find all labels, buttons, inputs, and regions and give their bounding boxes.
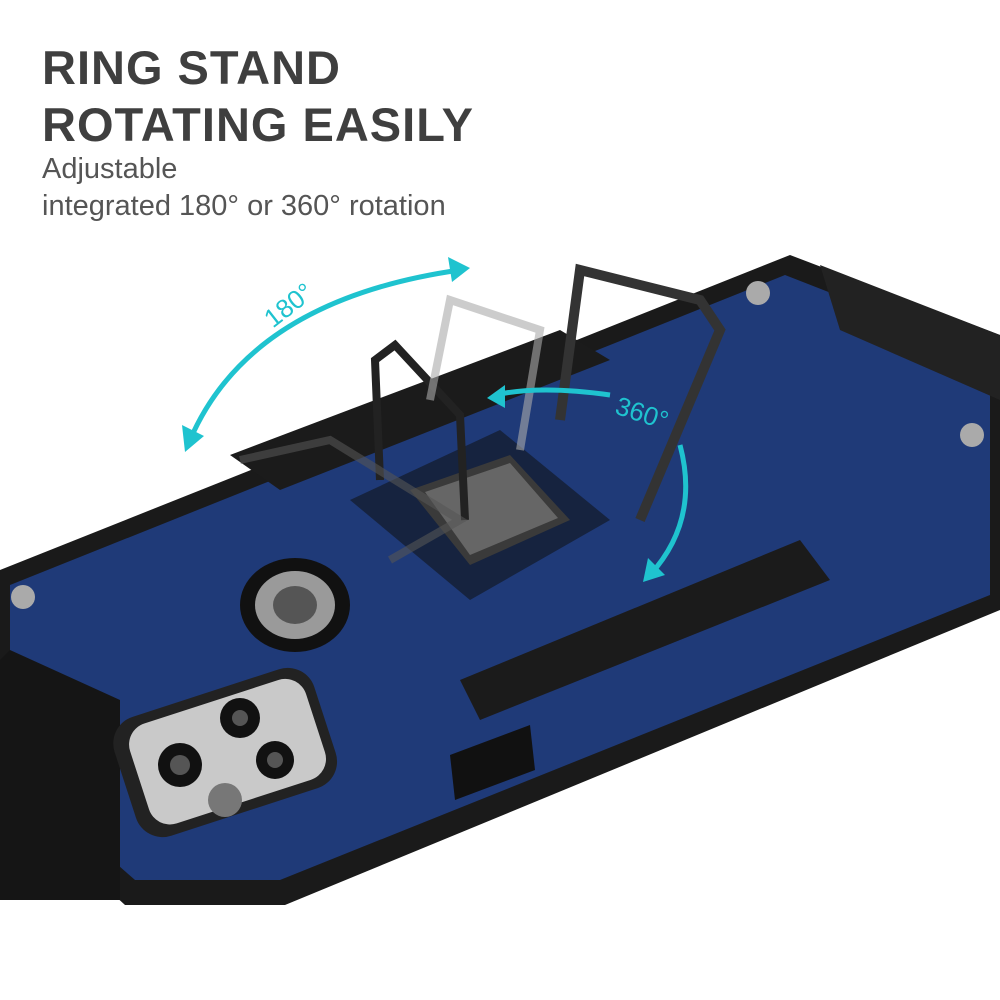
brand-logo-cutout <box>240 558 350 652</box>
grip-panel-bottom <box>460 540 830 720</box>
subtitle-line-1: Adjustable <box>42 153 178 185</box>
screw-icon <box>960 423 984 447</box>
arrow-head-icon <box>182 425 204 452</box>
screw-icon <box>746 281 770 305</box>
headline-line-2: ROTATING EASILY <box>42 98 474 151</box>
camera-module <box>113 667 338 838</box>
arrow-head-icon <box>643 558 665 582</box>
rotation-arrows <box>182 257 689 582</box>
port-cutout <box>450 725 535 800</box>
arc-360-bottom <box>648 444 689 577</box>
arrow-head-icon <box>448 257 470 282</box>
subtitle-line-2: integrated 180° or 360° rotation <box>42 190 446 222</box>
screw-icon <box>11 585 35 609</box>
grip-panel-top <box>230 330 610 490</box>
arc-180 <box>187 267 461 441</box>
headline-line-1: RING STAND <box>42 41 341 94</box>
arrow-head-icon <box>487 385 505 408</box>
ring-holder <box>239 263 726 600</box>
